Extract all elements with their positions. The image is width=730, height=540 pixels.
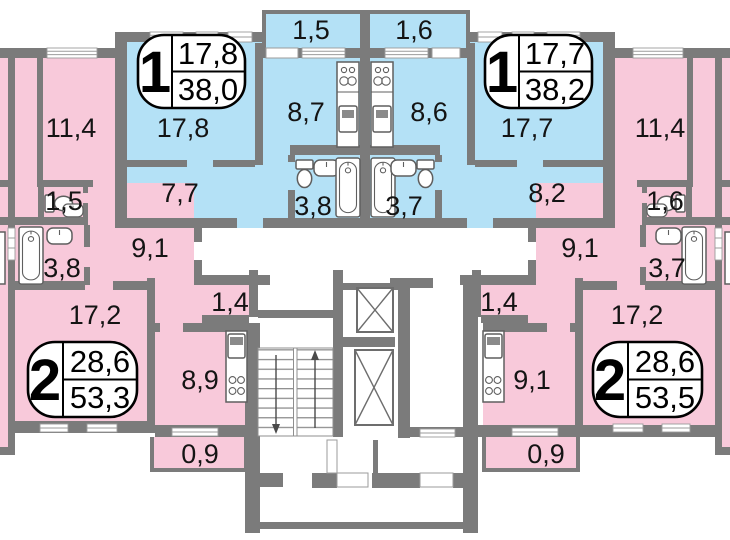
badge-total-area: 38,2 xyxy=(525,72,585,107)
room-area-label: 17,8 xyxy=(157,113,210,143)
sink-icon xyxy=(46,227,73,245)
badge-rooms-count: 2 xyxy=(29,348,61,413)
room-area-label: 1,6 xyxy=(646,186,684,216)
room-area-label: 9,1 xyxy=(561,233,599,263)
room-area-label: 17,7 xyxy=(501,113,554,143)
room-area-label: 9,1 xyxy=(513,365,551,395)
room-area-label: 0,9 xyxy=(181,439,219,469)
room-area-label: 3,8 xyxy=(43,253,81,283)
stove-sink-icon xyxy=(370,61,394,148)
apartment-badge-2-left: 2 28,6 53,3 xyxy=(26,340,139,419)
room-area-label: 1,4 xyxy=(480,287,518,317)
room-area-label: 1,4 xyxy=(211,287,249,317)
room-area-label: 8,9 xyxy=(181,365,219,395)
room-area-label: 17,2 xyxy=(611,300,664,330)
apartment-badge-2-right: 2 28,6 53,5 xyxy=(591,340,704,419)
room-area-label: 7,7 xyxy=(161,178,199,208)
room-area-label: 1,5 xyxy=(45,186,83,216)
stove-sink-icon xyxy=(482,330,505,403)
room-area-label: 3,8 xyxy=(294,191,332,221)
room-area-label: 1,5 xyxy=(292,15,330,45)
badge-living-area: 28,6 xyxy=(635,344,695,379)
room-area-label: 8,7 xyxy=(287,97,325,127)
sink-icon xyxy=(390,159,417,177)
stove-sink-icon xyxy=(225,330,248,403)
room-area-label: 8,2 xyxy=(528,178,566,208)
elevator-shaft xyxy=(354,287,394,426)
badge-living-area: 28,6 xyxy=(70,344,130,379)
badge-rooms-count: 1 xyxy=(486,40,518,105)
badge-total-area: 38,0 xyxy=(178,72,238,107)
apartment-badge-1-right: 1 17,7 38,2 xyxy=(483,33,594,110)
room-area-label: 3,7 xyxy=(648,253,686,283)
room-area-label: 8,6 xyxy=(410,97,448,127)
room-area-label: 17,2 xyxy=(69,300,122,330)
room-area-labels: 17,8 7,7 8,7 3,8 1,5 17,7 8,2 8,6 3,7 1,… xyxy=(43,15,686,469)
stairs-down-arrow xyxy=(272,355,280,434)
stove-sink-icon xyxy=(336,61,360,148)
toilet-icon xyxy=(416,159,435,189)
apartment-badge-1-left: 1 17,8 38,0 xyxy=(136,33,247,110)
badge-living-area: 17,8 xyxy=(178,36,238,71)
toilet-icon xyxy=(295,159,314,189)
fixtures xyxy=(0,61,730,403)
room-area-label: 0,9 xyxy=(527,439,565,469)
badge-rooms-count: 1 xyxy=(139,40,171,105)
staircase xyxy=(257,347,334,437)
room-area-label: 11,4 xyxy=(46,113,97,143)
sink-icon xyxy=(655,227,682,245)
room-area-label: 9,1 xyxy=(131,233,169,263)
elevator-icon xyxy=(356,287,394,333)
stairs-up-arrow xyxy=(311,350,319,428)
badge-rooms-count: 2 xyxy=(594,348,626,413)
room-area-label: 3,7 xyxy=(385,191,423,221)
badge-total-area: 53,5 xyxy=(635,380,695,415)
elevator-icon xyxy=(354,349,394,426)
bathtub-icon xyxy=(18,226,44,285)
badge-total-area: 53,3 xyxy=(70,380,130,415)
room-area-label: 1,6 xyxy=(395,15,433,45)
badge-living-area: 17,7 xyxy=(525,36,585,71)
room-area-label: 11,4 xyxy=(635,113,686,143)
bathtub-icon xyxy=(335,157,361,218)
